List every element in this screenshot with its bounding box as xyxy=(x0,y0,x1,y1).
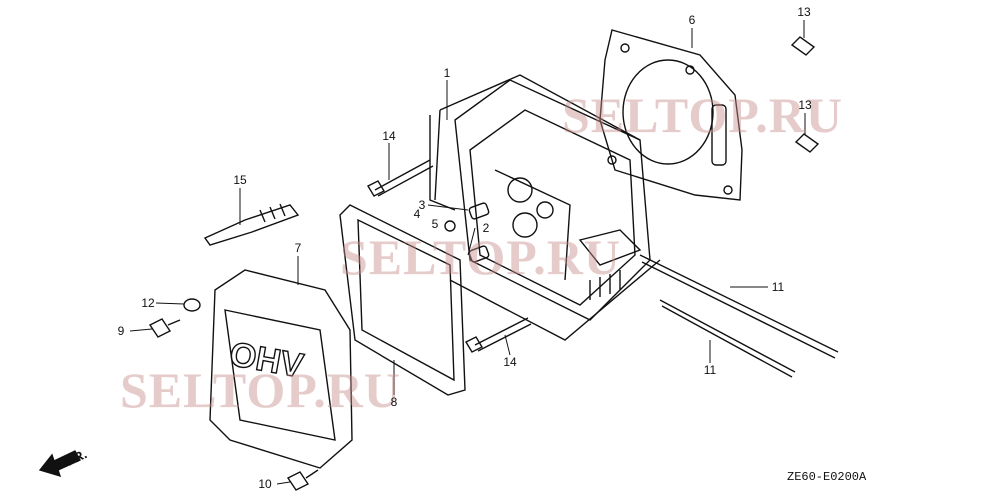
stud-bolt-11 xyxy=(639,254,839,378)
watermark: SELTOP.RU xyxy=(562,87,843,143)
part-label-15: 15 xyxy=(233,173,247,187)
part-label-1: 1 xyxy=(443,66,451,80)
part-label-7: 7 xyxy=(294,241,302,255)
watermark: SELTOP.RU xyxy=(120,362,401,418)
part-label-10: 10 xyxy=(258,477,272,491)
part-label-2: 2 xyxy=(482,221,490,235)
part-label-13: 13 xyxy=(798,98,812,112)
dowel-2 xyxy=(468,245,490,263)
clip-5 xyxy=(444,220,456,232)
head-gasket-6 xyxy=(599,29,743,201)
washer-12 xyxy=(183,298,201,312)
part-label-11: 11 xyxy=(771,280,785,294)
cover-gasket-8 xyxy=(339,204,466,396)
part-label-8: 8 xyxy=(390,395,398,409)
part-label-3: 3 xyxy=(418,198,426,212)
part-label-11: 11 xyxy=(703,363,717,377)
part-label-13: 13 xyxy=(797,5,811,19)
part-label-9: 9 xyxy=(117,324,125,338)
bolt-10 xyxy=(286,469,319,491)
bolt-9 xyxy=(148,318,181,338)
front-arrow-icon xyxy=(38,450,81,478)
diagram-code: ZE60-E0200A xyxy=(787,470,867,484)
dowel-pin-13 xyxy=(790,36,820,153)
watermark: SELTOP.RU xyxy=(340,229,621,285)
leader-lines xyxy=(129,20,806,485)
spark-plug-15 xyxy=(203,203,300,246)
part-label-14: 14 xyxy=(503,355,517,369)
part-label-12: 12 xyxy=(141,296,155,310)
part-label-14: 14 xyxy=(382,129,396,143)
part-label-4: 4 xyxy=(413,207,421,221)
cylinder-head-1 xyxy=(429,74,661,341)
part-label-5: 5 xyxy=(431,217,439,231)
part-label-6: 6 xyxy=(688,13,696,27)
flange-bolt-14 xyxy=(367,159,532,353)
dowel-3 xyxy=(468,202,490,220)
head-cover-7: OHV xyxy=(209,269,353,469)
